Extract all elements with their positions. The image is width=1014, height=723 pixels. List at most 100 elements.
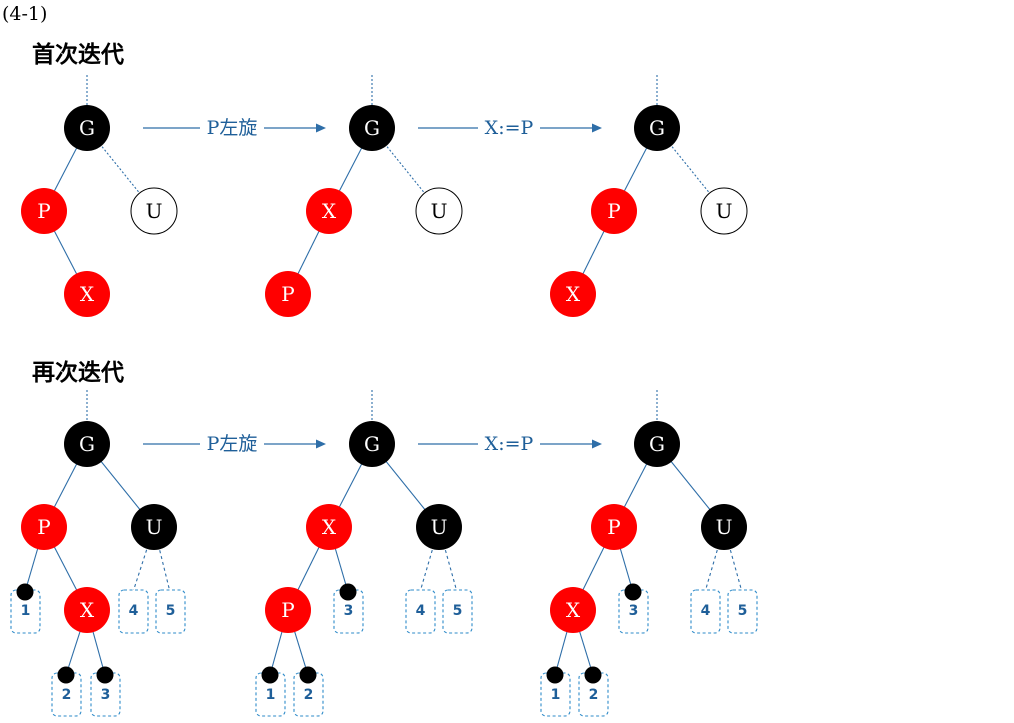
node-p: P <box>265 587 311 633</box>
node-label: G <box>364 116 380 140</box>
node-circle <box>306 188 352 234</box>
node-label: X <box>566 598 581 622</box>
arrow-head <box>316 439 326 449</box>
node-label: G <box>364 432 380 456</box>
node-label: P <box>607 515 620 539</box>
subtree-box <box>578 672 609 717</box>
node-u: U <box>415 187 463 235</box>
node-circle <box>591 504 637 550</box>
operation-arrow-assign-2: X:=P <box>418 432 602 456</box>
node-label: P <box>607 199 620 223</box>
nil-node <box>624 583 642 601</box>
node-circle <box>21 504 67 550</box>
edge-u-sub-left <box>132 526 155 593</box>
nil-node <box>96 666 114 684</box>
node-label: U <box>716 199 733 223</box>
node-label: U <box>716 515 733 539</box>
node-p: P <box>21 188 67 234</box>
node-circle <box>416 504 462 550</box>
subtree-label: 1 <box>21 603 31 619</box>
node-g: G <box>349 105 395 151</box>
node-label: X <box>322 199 337 223</box>
node-p: P <box>591 504 637 550</box>
node-label: X <box>80 598 95 622</box>
subtree-box <box>690 589 721 634</box>
operation-arrow-assign: X:=P <box>418 116 602 140</box>
node-circle <box>349 105 395 151</box>
subtree-box <box>155 589 186 634</box>
section-title-second: 再次迭代 <box>32 359 124 386</box>
node-circle <box>415 187 463 235</box>
node-label: X <box>80 282 95 306</box>
node-x: X <box>550 587 596 633</box>
node-circle <box>64 421 110 467</box>
operation-label: P左旋 <box>207 117 258 139</box>
arrow-head <box>592 123 602 133</box>
subtree-label: 4 <box>701 603 711 619</box>
node-circle <box>306 504 352 550</box>
node-x: X <box>306 504 352 550</box>
node-circle <box>265 587 311 633</box>
node-circle <box>550 271 596 317</box>
edge-u-sub-right <box>723 526 743 593</box>
subtree-label: 5 <box>738 603 748 619</box>
subtree-box <box>255 672 286 717</box>
tree-second-after: 3 1 2 4 5 G P U X <box>540 390 758 717</box>
arrow-label-bg <box>200 116 264 140</box>
node-u: U <box>416 504 462 550</box>
node-x: X <box>64 587 110 633</box>
node-label: P <box>281 598 294 622</box>
subtree-box <box>333 589 364 634</box>
subtree-label: 5 <box>166 603 176 619</box>
node-label: U <box>431 515 448 539</box>
node-label: G <box>649 432 665 456</box>
node-circle <box>265 271 311 317</box>
subtree-box <box>90 672 121 717</box>
subtree-label: 2 <box>304 687 314 703</box>
subtree-label: 5 <box>453 603 463 619</box>
node-circle <box>349 421 395 467</box>
arrow-label-bg <box>200 432 264 456</box>
node-p: P <box>265 271 311 317</box>
node-label: X <box>322 515 337 539</box>
node-label: P <box>281 282 294 306</box>
edge-u-sub-right <box>438 526 458 593</box>
arrow-head <box>592 439 602 449</box>
node-label: P <box>37 515 50 539</box>
node-label: G <box>79 432 95 456</box>
nil-node <box>339 583 357 601</box>
operation-label: X:=P <box>485 117 534 139</box>
node-x: X <box>550 271 596 317</box>
tree-second-rotated: 3 1 2 4 5 G X U P <box>255 390 473 717</box>
node-label: G <box>79 116 95 140</box>
subtree-box <box>405 589 436 634</box>
operation-label: X:=P <box>485 433 534 455</box>
subtree-label: 2 <box>62 687 72 703</box>
subtree-label: 4 <box>129 603 139 619</box>
tree-second-before: 1 2 3 4 5 G P U X <box>10 390 186 717</box>
nil-node <box>584 666 602 684</box>
node-label: U <box>146 199 163 223</box>
node-circle <box>550 587 596 633</box>
figure-label: (4-1) <box>2 3 47 25</box>
subtree-box <box>118 589 149 634</box>
subtree-box <box>442 589 473 634</box>
node-x: X <box>306 188 352 234</box>
node-g: G <box>64 105 110 151</box>
node-circle <box>591 188 637 234</box>
edge-u-sub-left <box>704 526 725 593</box>
subtree-box <box>10 589 41 634</box>
operation-label: P左旋 <box>207 433 258 455</box>
node-circle <box>130 187 178 235</box>
subtree-label: 1 <box>266 687 276 703</box>
node-label: P <box>37 199 50 223</box>
subtree-label: 2 <box>589 687 599 703</box>
node-circle <box>64 587 110 633</box>
node-g: G <box>349 421 395 467</box>
node-u: U <box>701 504 747 550</box>
node-label: G <box>649 116 665 140</box>
node-circle <box>701 504 747 550</box>
node-p: P <box>21 504 67 550</box>
nil-node <box>57 666 75 684</box>
